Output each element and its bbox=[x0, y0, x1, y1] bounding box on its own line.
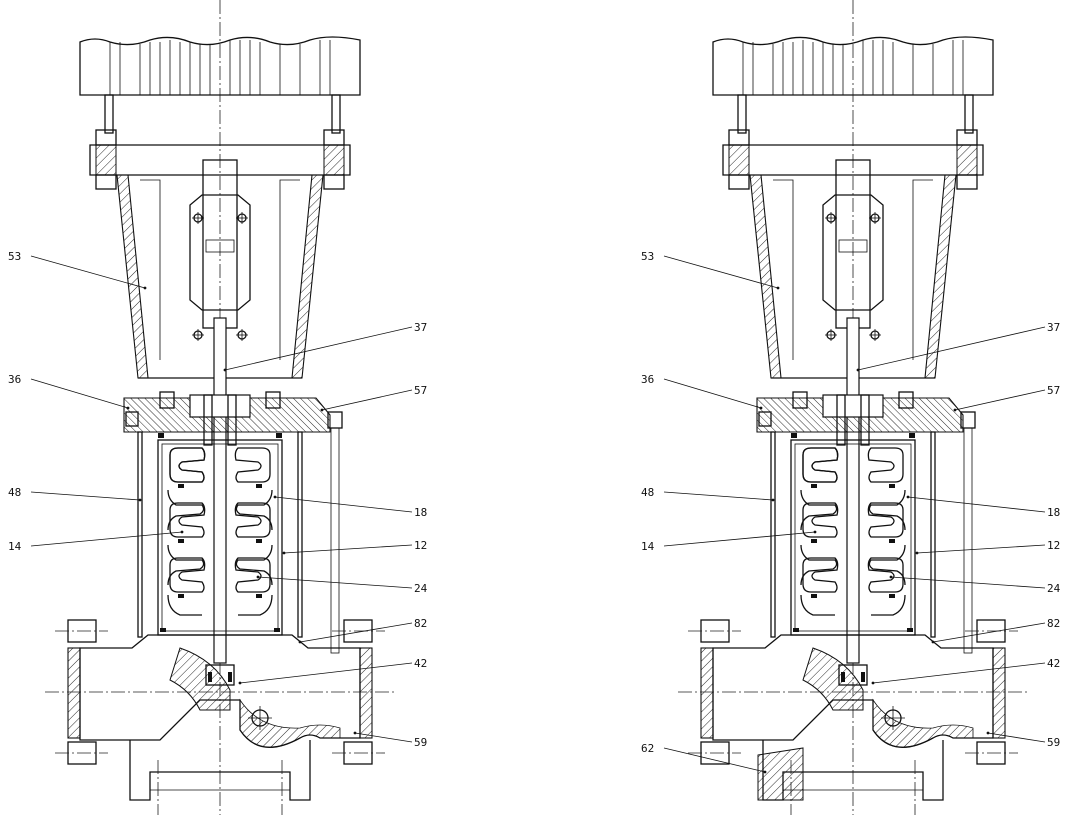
part-label-59: 59 bbox=[1047, 736, 1060, 749]
part-label-82: 82 bbox=[1047, 617, 1060, 630]
right-leader-lines bbox=[663, 255, 1046, 774]
part-label-48: 48 bbox=[641, 486, 654, 499]
part-label-82: 82 bbox=[414, 617, 427, 630]
part-label-57: 57 bbox=[1047, 384, 1060, 397]
part-label-57: 57 bbox=[414, 384, 427, 397]
left-leader-lines bbox=[30, 255, 413, 743]
part-label-62: 62 bbox=[641, 742, 654, 755]
part-label-14: 14 bbox=[641, 540, 655, 553]
part-label-36: 36 bbox=[8, 373, 21, 386]
part-label-42: 42 bbox=[414, 657, 427, 670]
part-label-12: 12 bbox=[414, 539, 427, 552]
right-part-labels: 53 37 36 57 48 18 14 12 24 82 42 59 62 bbox=[641, 250, 1061, 755]
left-pump-view bbox=[45, 0, 395, 815]
part-label-42: 42 bbox=[1047, 657, 1060, 670]
part-label-53: 53 bbox=[8, 250, 21, 263]
part-label-18: 18 bbox=[414, 506, 427, 519]
part-label-24: 24 bbox=[1047, 582, 1061, 595]
part-label-36: 36 bbox=[641, 373, 654, 386]
part-label-37: 37 bbox=[414, 321, 427, 334]
part-label-24: 24 bbox=[414, 582, 428, 595]
part-label-53: 53 bbox=[641, 250, 654, 263]
right-pump-view bbox=[678, 0, 1028, 815]
part-label-59: 59 bbox=[414, 736, 427, 749]
part-label-14: 14 bbox=[8, 540, 22, 553]
part-label-37: 37 bbox=[1047, 321, 1060, 334]
part-label-12: 12 bbox=[1047, 539, 1060, 552]
left-part-labels: 53 37 36 57 48 18 14 12 24 82 42 59 bbox=[8, 250, 428, 749]
part-label-18: 18 bbox=[1047, 506, 1060, 519]
part-label-48: 48 bbox=[8, 486, 21, 499]
